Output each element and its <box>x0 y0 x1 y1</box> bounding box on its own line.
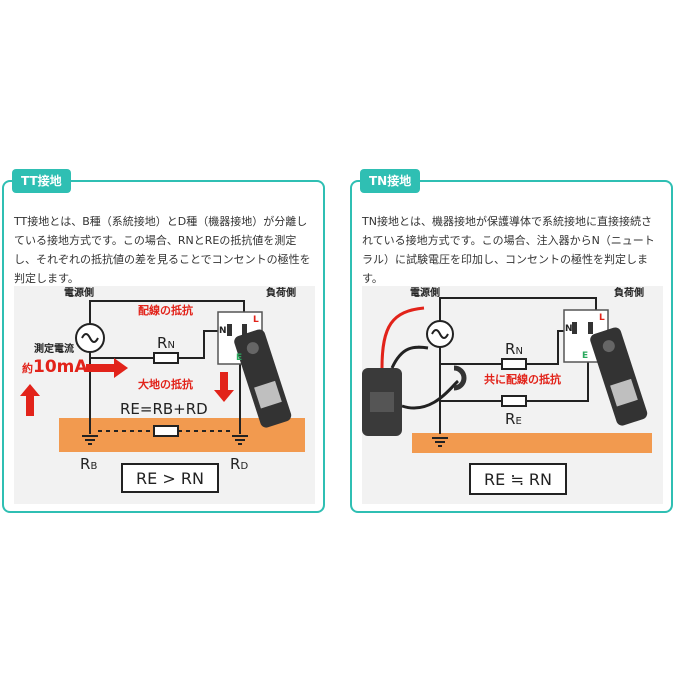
tt-description: TT接地とは、B種（系統接地）とD種（機器接地）が分離している接地方式です。この… <box>14 215 311 285</box>
tt-equation-label: RE=RB+RD <box>120 400 208 418</box>
tn-outlet-l-label: L <box>599 313 605 323</box>
tt-rn-resistor <box>153 352 179 364</box>
tt-outlet-n-label: N <box>219 326 227 336</box>
tt-measure-current-label: 測定電流 <box>34 342 74 355</box>
tn-power-side-label: 電源側 <box>410 286 440 299</box>
tn-result-label: RE ≒ RN <box>484 470 552 489</box>
tn-tester-icon <box>590 327 648 426</box>
tn-description: TN接地とは、機器接地が保護導体で系統接地に直接接続されている接地方式です。この… <box>362 215 655 285</box>
tn-rn-resistor <box>501 358 527 370</box>
tt-rn-label: RN <box>157 334 175 352</box>
tt-outlet-l-label: L <box>253 315 259 325</box>
tt-wiring-resistance-label: 配線の抵抗 <box>138 303 193 317</box>
tt-rd-label: RD <box>230 455 248 473</box>
tt-result-box <box>121 463 219 493</box>
tt-power-side-label: 電源側 <box>64 286 94 299</box>
tn-both-wiring-label: 共に配線の抵抗 <box>484 372 561 386</box>
tn-re-label: RE <box>505 410 522 428</box>
tt-panel: TT接地 TT接地とは、B種（系統接地）とD種（機器接地）が分離している接地方式… <box>2 169 325 513</box>
tn-outlet-n-label: N <box>565 324 573 334</box>
tn-ground-layer <box>412 433 652 453</box>
tt-earth-resistor <box>153 425 179 437</box>
tt-result-label: RE > RN <box>136 469 204 488</box>
tt-current-down-arrow <box>214 372 234 402</box>
tn-clamp-icon <box>453 365 467 391</box>
tt-earth-resistance-label: 大地の抵抗 <box>138 377 193 391</box>
tn-panel: TN接地 TN接地とは、機器接地が保護導体で系統接地に直接接続されている接地方式… <box>350 169 673 513</box>
tn-outlet-e-label: E <box>582 351 588 361</box>
tt-rb-label: RB <box>80 455 97 473</box>
tn-load-side-label: 負荷側 <box>614 286 644 299</box>
tn-rn-label: RN <box>505 340 523 358</box>
tt-load-side-label: 負荷側 <box>266 286 296 299</box>
tt-outlet-e-label: E <box>236 353 242 363</box>
tt-current-up-arrow <box>20 384 40 416</box>
tn-tag: TN接地 <box>360 169 421 193</box>
tn-result-box <box>469 463 567 495</box>
tt-diagram: 電源側 負荷側 配線の抵抗 RN 測定電流 約10mA 大地の抵抗 RE=RB+… <box>14 286 315 504</box>
tt-current-value-label: 約10mA <box>22 357 88 377</box>
tt-current-right-arrow <box>86 358 128 378</box>
tt-tester-icon <box>234 329 292 428</box>
tt-tag: TT接地 <box>12 169 71 193</box>
tn-diagram: 電源側 負荷側 RN 共に配線の抵抗 RE RE ≒ RN N L E <box>362 286 663 504</box>
tn-re-resistor <box>501 395 527 407</box>
